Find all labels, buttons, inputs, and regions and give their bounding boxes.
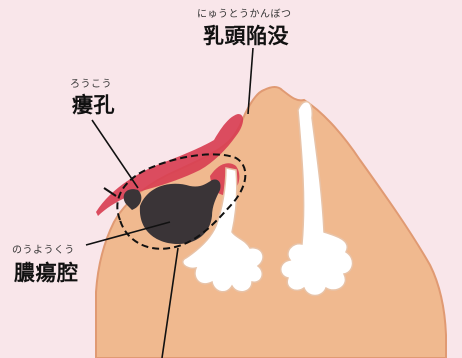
fistula-label-term: 瘻孔	[72, 95, 115, 116]
fistula-label-reading: ろうこう	[70, 80, 112, 90]
nipple-label-reading: にゅうとうかんぼつ	[197, 10, 292, 20]
nipple-label-term: 乳頭陥没	[203, 26, 289, 47]
fistula-leader-line	[92, 120, 138, 188]
abscess-label-term: 膿瘍腔	[14, 263, 79, 284]
abscess-label-reading: のうようくう	[12, 246, 75, 256]
